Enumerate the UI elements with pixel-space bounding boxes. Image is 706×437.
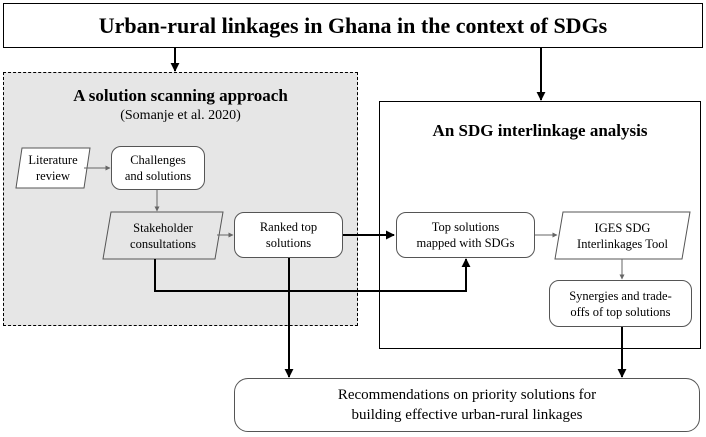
arrow-stakeholder-to-mapped	[154, 258, 471, 292]
solution-scanning-citation: (Somanje et al. 2020)	[120, 108, 241, 123]
literature-review-shape	[15, 147, 91, 189]
sdg-interlinkage-title: An SDG interlinkage analysis	[432, 121, 648, 140]
synergies-tradeoffs-node: Synergies and trade- offs of top solutio…	[549, 280, 692, 327]
diagram-title: Urban-rural linkages in Ghana in the con…	[3, 3, 703, 48]
solution-scanning-title: A solution scanning approach	[73, 86, 288, 105]
recommendations-node: Recommendations on priority solutions fo…	[234, 378, 700, 432]
literature-review-node: Literature review	[28, 153, 78, 183]
challenges-solutions-node: Challenges and solutions	[111, 146, 205, 190]
iges-interlinkages-tool-node: IGES SDG Interlinkages Tool	[577, 220, 668, 251]
sdg-interlinkage-region	[379, 101, 701, 349]
ranked-top-solutions-node: Ranked top solutions	[234, 212, 343, 258]
stakeholder-consultations-node: Stakeholder consultations	[130, 220, 196, 251]
solution-scanning-region	[3, 72, 358, 326]
stakeholder-consultations-shape	[102, 211, 224, 260]
top-solutions-mapped-node: Top solutions mapped with SDGs	[396, 212, 535, 258]
iges-tool-shape	[554, 211, 691, 260]
